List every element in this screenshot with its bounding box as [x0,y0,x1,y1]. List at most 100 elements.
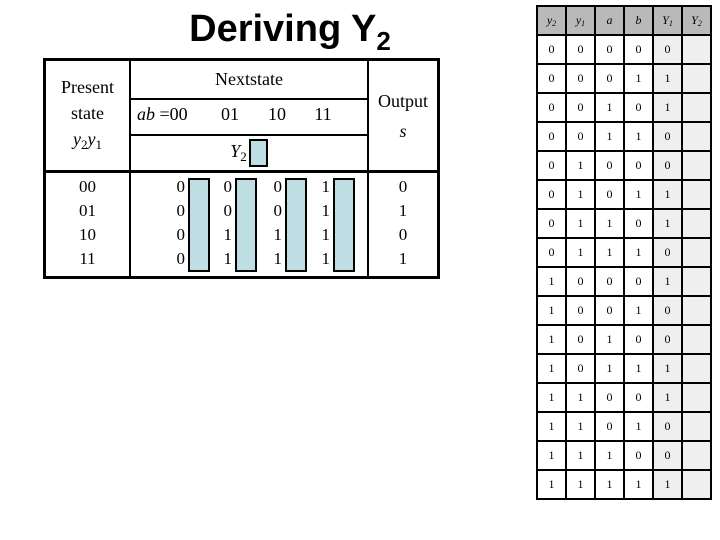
truth-table-input-cell: 0 [536,208,567,239]
page-title: Deriving Y2 [40,8,540,57]
divider-present-nextstate [129,61,131,276]
present-state-header: Present state y2y1 [46,61,129,170]
hidden-answer-box-ab01 [235,178,257,272]
truth-table-input-cell: 1 [536,353,567,384]
truth-table-input-cell: 1 [536,266,567,297]
present-state-header-line1: Present [61,76,114,97]
truth-table-result-cell [681,382,712,413]
truth-table-input-cell: 1 [536,382,567,413]
truth-table-result-cell [681,237,712,268]
truth-table-input-cell: 0 [565,34,596,65]
truth-table-result-cell: 0 [652,324,683,355]
state-table: Present state y2y1 Nextstate ab =00 01 1… [43,58,440,279]
truth-table-result-cell: 1 [652,469,683,500]
truth-table-input-cell: 1 [594,324,625,355]
truth-table-input-cell: 1 [565,237,596,268]
truth-table-result-cell: 0 [652,121,683,152]
truth-table-header-cell: Y2 [681,5,712,36]
ab-col-label-11: 11 [314,104,332,124]
truth-table-header-cell: Y1 [652,5,683,36]
hidden-answer-box-ab11 [333,178,355,272]
output-header: Output s [369,61,437,170]
truth-table-input-cell: 0 [565,92,596,123]
nextstate-header: Nextstate [215,69,283,89]
truth-table-input-cell: 0 [623,208,654,239]
truth-table-input-cell: 0 [623,382,654,413]
truth-table-input-cell: 1 [565,469,596,500]
truth-table-result-cell: 0 [652,295,683,326]
truth-table-result-cell: 1 [652,353,683,384]
truth-table-result-cell [681,440,712,471]
truth-table-result-cell [681,208,712,239]
truth-table-input-cell: 1 [594,208,625,239]
y2-hidden-answer-box [248,139,268,167]
truth-table-result-cell [681,266,712,297]
truth-table-result-cell: 0 [652,237,683,268]
truth-table-input-cell: 1 [536,440,567,471]
truth-table-input-cell: 1 [623,237,654,268]
truth-table-input-cell: 0 [536,121,567,152]
truth-table-result-cell: 1 [652,63,683,94]
truth-table-input-cell: 1 [623,63,654,94]
page-title-text: Deriving Y [189,8,377,50]
truth-table-header-cell: b [623,5,654,36]
present-state-header-line2: state [71,102,104,123]
truth-table-result-cell: 1 [652,266,683,297]
truth-table-input-cell: 0 [536,92,567,123]
truth-table-result-cell: 1 [652,179,683,210]
ab-label: ab =00 [137,104,188,124]
output-values: 0 1 0 1 [398,177,408,268]
truth-table-result-cell: 0 [652,34,683,65]
truth-table-input-cell: 0 [594,266,625,297]
truth-table-input-cell: 1 [536,411,567,442]
present-state-values: 00 01 10 11 [79,177,96,268]
truth-table-result-cell [681,150,712,181]
truth-table-input-cell: 0 [536,150,567,181]
truth-table-input-cell: 0 [565,63,596,94]
present-state-variable: y2y1 [73,128,102,152]
truth-table-result-cell [681,34,712,65]
truth-table-input-cell: 1 [594,469,625,500]
y2-row: Y2 [129,136,369,170]
truth-table-input-cell: 1 [623,469,654,500]
hidden-answer-box-ab10 [285,178,307,272]
truth-table-result-cell: 0 [652,150,683,181]
truth-table-input-cell: 1 [565,208,596,239]
nextstate-values-ab11: 1 1 1 1 [321,177,331,268]
truth-table-result-cell: 0 [652,440,683,471]
truth-table-input-cell: 0 [623,440,654,471]
truth-table-input-cell: 0 [594,150,625,181]
truth-table-input-cell: 0 [623,34,654,65]
truth-table-result-cell [681,92,712,123]
truth-table-input-cell: 0 [565,324,596,355]
truth-table-input-cell: 0 [536,34,567,65]
truth-table-input-cell: 0 [623,92,654,123]
truth-table-input-cell: 0 [594,179,625,210]
truth-table-input-cell: 1 [594,92,625,123]
truth-table-input-cell: 1 [594,237,625,268]
truth-table-input-cell: 0 [623,324,654,355]
truth-table-input-cell: 1 [594,353,625,384]
ab-col-label-10: 10 [268,104,286,124]
truth-table-result-cell: 1 [652,382,683,413]
nextstate-values-ab01: 0 0 1 1 [223,177,233,268]
truth-table-input-cell: 0 [594,63,625,94]
truth-table-input-cell: 1 [536,469,567,500]
nextstate-values-ab10: 0 0 1 1 [273,177,283,268]
truth-table-input-cell: 1 [565,179,596,210]
truth-table-input-cell: 0 [565,121,596,152]
truth-table-input-cell: 0 [594,34,625,65]
